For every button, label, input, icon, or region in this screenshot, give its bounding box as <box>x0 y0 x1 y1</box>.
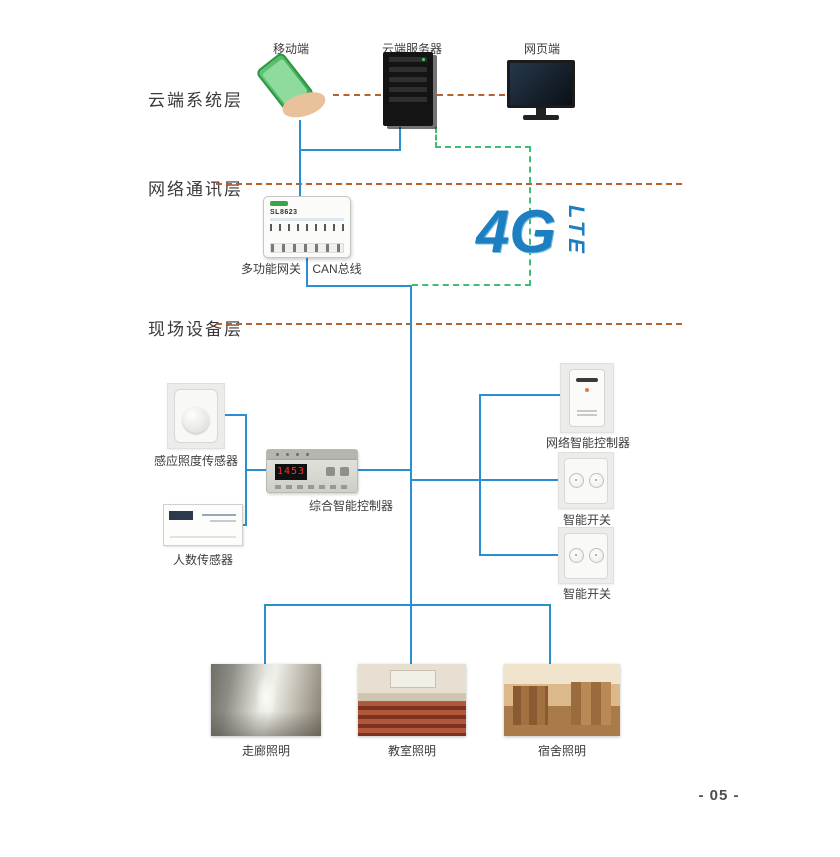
page-number: - 05 - <box>698 787 740 804</box>
people-sensor-line <box>210 520 236 522</box>
classroom-photo <box>358 664 466 736</box>
gateway-terminals <box>270 243 344 253</box>
controller-dot <box>276 453 279 456</box>
smart-switch1-label: 智能开关 <box>562 513 611 527</box>
dorm-label: 宿舍照明 <box>537 744 586 758</box>
dorm-photo <box>504 664 620 736</box>
network-controller-image <box>560 363 614 433</box>
cloud-server-image <box>383 52 433 126</box>
can-bus-label: CAN总线 <box>312 262 362 276</box>
connector-line <box>241 524 247 526</box>
gateway-model-text: SL8623 <box>270 209 298 216</box>
controller-button <box>326 467 335 476</box>
light-sensor-label: 感应照度传感器 <box>153 454 238 468</box>
network-controller-label: 网络智能控制器 <box>545 436 630 450</box>
smart-switch2-image <box>558 527 614 584</box>
4g-text: 4G <box>476 198 557 265</box>
controller-dot <box>296 453 299 456</box>
controller-button <box>340 467 349 476</box>
gateway-device-image: SL8623 <box>263 196 351 258</box>
connector-line <box>479 554 559 556</box>
lte-dashed-line <box>435 146 531 148</box>
connector-line <box>356 469 410 471</box>
layer-title-field: 现场设备层 <box>148 320 243 339</box>
connector-line <box>264 604 266 666</box>
web-monitor-image <box>506 60 576 122</box>
lte-dashed-line <box>435 127 437 148</box>
connector-line <box>223 414 247 416</box>
people-sensor-tag <box>169 511 193 520</box>
switch-button-icon <box>588 548 604 563</box>
switch-panel <box>564 457 608 504</box>
server-slot <box>389 97 427 102</box>
controller-top-strip <box>267 450 357 460</box>
corridor-label: 走廊照明 <box>241 744 290 758</box>
gateway-panel-line <box>270 218 344 221</box>
layer-title-cloud: 云端系统层 <box>148 91 243 110</box>
connector-line <box>479 394 561 396</box>
smart-switch1-image <box>558 452 614 509</box>
layer-title-network: 网络通讯层 <box>148 180 243 199</box>
connector-dashed <box>333 94 381 96</box>
gateway-label: 多功能网关 <box>240 262 301 276</box>
connector-line <box>306 258 308 287</box>
connector-dashed <box>437 94 505 96</box>
controller-label-lines <box>577 410 597 418</box>
server-led <box>422 58 425 61</box>
lte-dashed-line <box>412 284 531 286</box>
smart-switch2-label: 智能开关 <box>562 587 611 601</box>
controller-buttons <box>326 467 349 476</box>
light-sensor-body <box>174 389 218 443</box>
controller-display: 1453 <box>275 464 307 480</box>
connector-line <box>479 394 481 556</box>
connector-line <box>306 285 412 287</box>
sensor-dome <box>183 407 209 434</box>
monitor-stand <box>536 108 546 115</box>
connector-line <box>299 120 301 198</box>
monitor-screen <box>507 60 575 108</box>
lte-4g-logo: 4G LTE <box>476 202 602 262</box>
connector-line <box>399 127 401 151</box>
connector-line <box>299 149 401 151</box>
mobile-label: 移动端 <box>272 42 309 56</box>
web-label: 网页端 <box>523 42 560 56</box>
people-sensor-line <box>170 536 236 538</box>
connector-line <box>245 469 266 471</box>
server-slot <box>389 67 427 72</box>
network-layer-divider <box>216 183 682 185</box>
people-sensor-line <box>202 514 236 516</box>
monitor-base <box>523 115 559 120</box>
people-sensor-image <box>163 504 243 546</box>
people-sensor-label: 人数传感器 <box>172 553 233 567</box>
server-slot <box>389 57 427 62</box>
central-controller-label: 综合智能控制器 <box>308 499 393 513</box>
can-bus-trunk-line <box>410 285 412 666</box>
gateway-print-strip <box>270 224 344 231</box>
controller-dot <box>286 453 289 456</box>
corridor-photo <box>211 664 321 736</box>
server-slot <box>389 77 427 82</box>
field-layer-divider <box>216 323 682 325</box>
switch-button-icon <box>588 473 604 488</box>
classroom-label: 教室照明 <box>387 744 436 758</box>
network-controller-body <box>569 369 605 427</box>
connector-line <box>264 604 551 606</box>
switch-button-icon <box>568 473 584 488</box>
switch-button-icon <box>568 548 584 563</box>
controller-dot <box>306 453 309 456</box>
controller-indicator <box>585 388 589 392</box>
light-sensor-image <box>167 383 225 449</box>
lte-dashed-line <box>529 146 531 286</box>
lte-text: LTE <box>564 205 590 257</box>
connector-line <box>410 479 558 481</box>
connector-line <box>549 604 551 666</box>
mobile-phone-image <box>252 51 332 121</box>
server-slot <box>389 87 427 92</box>
gateway-brand-logo <box>270 201 288 206</box>
central-controller-image: 1453 <box>266 449 358 493</box>
controller-terminal-strip <box>275 485 349 489</box>
controller-slot <box>576 378 598 382</box>
switch-panel <box>564 532 608 579</box>
